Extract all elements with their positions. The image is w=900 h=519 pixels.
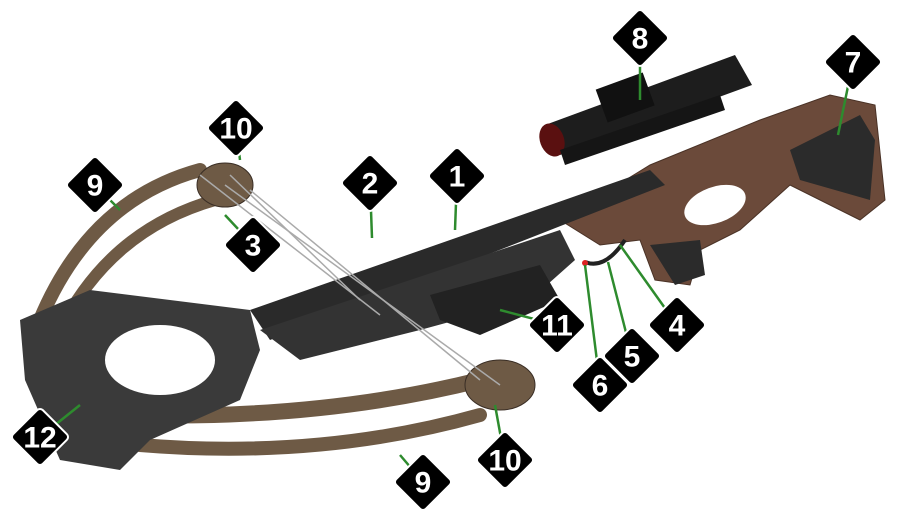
callout-badge-5: 5 <box>602 326 662 386</box>
callout-badge-7: 7 <box>823 32 883 92</box>
callout-badge-10b: 10 <box>475 430 535 490</box>
callout-number: 11 <box>541 310 573 343</box>
callout-number: 9 <box>87 170 104 203</box>
callout-number: 4 <box>669 310 686 343</box>
callout-number: 8 <box>632 23 649 56</box>
callout-number: 3 <box>245 230 262 263</box>
diamond-badge-shape <box>10 407 70 467</box>
callout-badge-2: 2 <box>340 153 400 213</box>
diamond-badge-shape <box>527 295 587 355</box>
diamond-badge-shape <box>570 355 630 415</box>
foregrip <box>430 265 560 335</box>
callout-number: 1 <box>449 161 466 194</box>
callout-number: 10 <box>219 113 252 146</box>
callout-badge-3: 3 <box>223 215 283 275</box>
callout-badge-9a: 9 <box>65 155 125 215</box>
callout-badge-6: 6 <box>570 355 630 415</box>
callout-number: 9 <box>415 467 432 500</box>
callout-number: 10 <box>488 445 521 478</box>
callout-badge-10a: 10 <box>206 98 266 158</box>
pistol-grip <box>650 240 705 285</box>
diamond-badge-shape <box>647 295 707 355</box>
diamond-badge-shape <box>427 146 487 206</box>
diamond-badge-shape <box>823 32 883 92</box>
callout-badge-9b: 9 <box>393 452 453 512</box>
diamond-badge-shape <box>393 452 453 512</box>
diamond-badge-shape <box>475 430 535 490</box>
callout-number: 12 <box>23 422 56 455</box>
diamond-badge-shape <box>610 8 670 68</box>
cheek-pad <box>790 115 875 200</box>
callout-number: 2 <box>362 168 379 201</box>
diamond-badge-shape <box>602 326 662 386</box>
callout-number: 6 <box>592 370 609 403</box>
diamond-badge-shape <box>340 153 400 213</box>
riser-cutout <box>105 325 215 395</box>
thumbhole <box>684 184 746 226</box>
callout-badge-12: 12 <box>10 407 70 467</box>
diamond-badge-shape <box>206 98 266 158</box>
strings <box>199 174 501 386</box>
diamond-badge-shape <box>65 155 125 215</box>
callout-badge-11: 11 <box>527 295 587 355</box>
callout-badge-1: 1 <box>427 146 487 206</box>
callout-badge-8: 8 <box>610 8 670 68</box>
rail <box>250 170 665 340</box>
barrel-underside <box>260 230 575 360</box>
callout-number: 7 <box>845 47 862 80</box>
callout-badge-4: 4 <box>647 295 707 355</box>
trigger-guard <box>584 238 627 266</box>
safety <box>582 260 588 266</box>
diamond-badge-shape <box>223 215 283 275</box>
callout-number: 5 <box>624 341 641 374</box>
